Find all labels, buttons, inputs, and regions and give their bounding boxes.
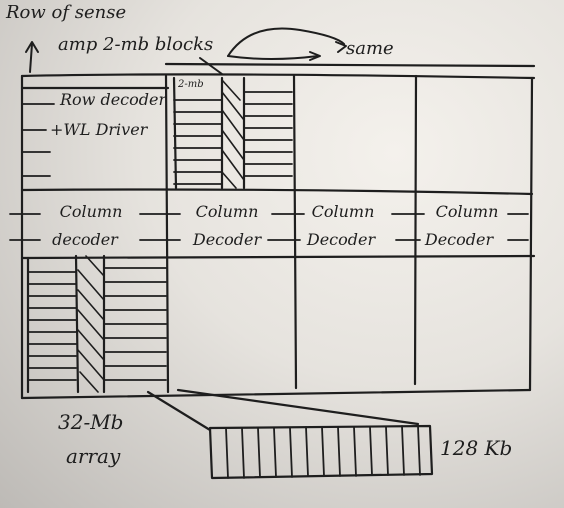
row-decoder-ticks xyxy=(21,103,55,177)
column-decoder-ticks xyxy=(9,213,529,241)
two-mb-block xyxy=(172,76,293,190)
column-decoder-4-line1: Column xyxy=(435,202,499,221)
thirty-two-mb-array xyxy=(26,254,167,394)
bus-size-label: 128 Kb xyxy=(440,436,513,460)
bus-box xyxy=(208,424,434,480)
top-note-line2: amp 2-mb blocks xyxy=(58,34,214,55)
two-mb-label: 2-mb xyxy=(178,79,204,90)
row-decoder-line2: +WL Driver xyxy=(50,120,148,139)
annotation-arrows xyxy=(25,27,347,75)
column-decoder-1-line1: Column xyxy=(59,202,123,221)
column-decoder-3-line1: Column xyxy=(311,202,375,221)
column-decoder-4-line2: Decoder xyxy=(424,230,494,249)
array-size-line1: 32-Mb xyxy=(58,410,124,434)
column-decoder-2-line2: Decoder xyxy=(192,230,262,249)
column-decoder-2-line1: Column xyxy=(195,202,259,221)
same-label: same xyxy=(346,38,394,59)
column-decoder-3-line2: Decoder xyxy=(306,230,376,249)
row-decoder-line1: Row decoder xyxy=(60,90,167,109)
array-size-line2: array xyxy=(66,444,121,468)
data-funnel xyxy=(146,388,420,432)
column-decoder-1-line2: decoder xyxy=(52,230,118,249)
top-note-line1: Row of sense xyxy=(6,2,127,23)
